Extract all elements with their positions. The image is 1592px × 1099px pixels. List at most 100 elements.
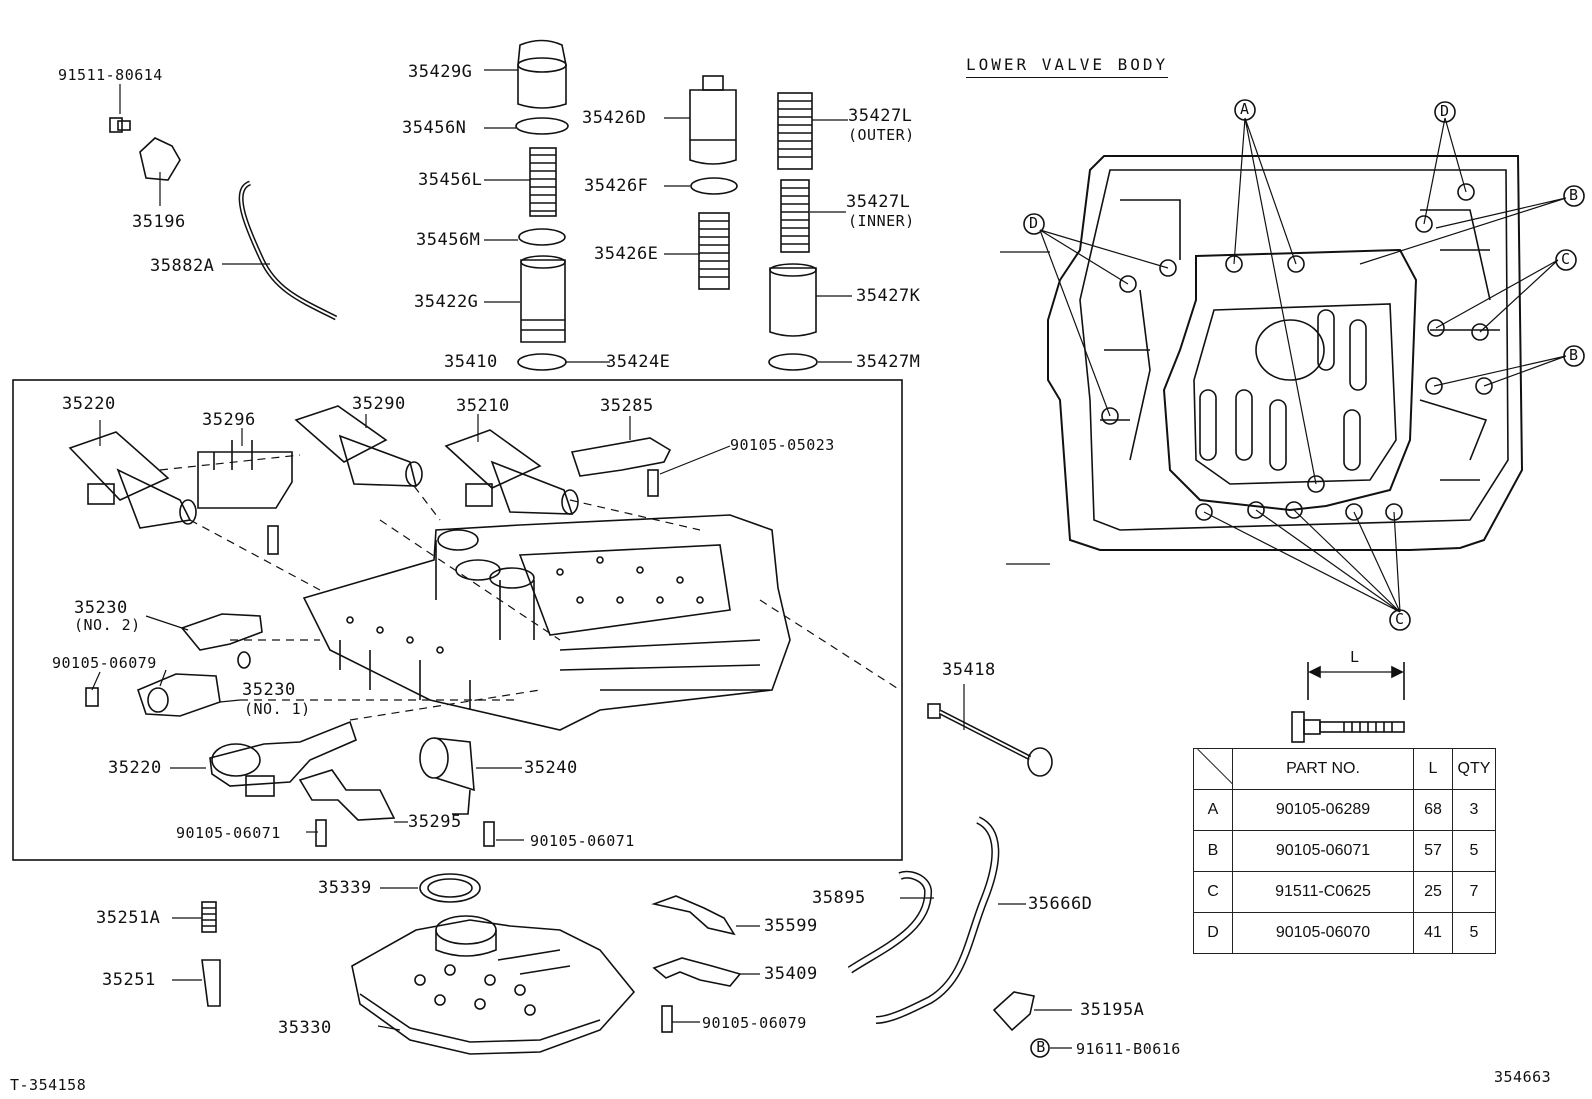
- row-l: 68: [1413, 789, 1453, 831]
- label-91511-80614: 91511-80614: [58, 66, 163, 84]
- bolt-35240: [483, 821, 495, 847]
- label-35426E: 35426E: [594, 244, 659, 264]
- table-row: A 90105-06289 68 3: [1193, 789, 1496, 831]
- label-35418: 35418: [942, 660, 996, 680]
- label-35251A: 35251A: [96, 908, 161, 928]
- hose-35666D: [875, 816, 1000, 1024]
- bolt-91511-80614: [109, 117, 131, 133]
- bolt-table-header: PART NO. L QTY: [1193, 748, 1496, 790]
- oring-35427M: [768, 353, 818, 371]
- bracket-35295: [298, 769, 396, 821]
- label-35666D: 35666D: [1028, 894, 1093, 914]
- solenoid-35290: [294, 405, 423, 487]
- callout-d-left: D: [1029, 214, 1039, 232]
- solenoid-35240: [419, 737, 475, 815]
- footer-left-code: T-354158: [10, 1076, 87, 1094]
- label-35230-no1: 35230: [242, 680, 296, 700]
- solenoid-35210: [444, 429, 579, 515]
- lower-valve-body-drawing: [1000, 99, 1585, 631]
- solenoid-35220-lower: [209, 720, 357, 797]
- plug-35426D: [689, 75, 737, 165]
- bracket-35285: [570, 437, 672, 477]
- row-key: B: [1193, 830, 1233, 872]
- spring-35427L-outer: [777, 92, 813, 170]
- plug-35251: [201, 959, 221, 1007]
- label-35295: 35295: [408, 812, 462, 832]
- label-90105-06071-b: 90105-06071: [530, 832, 635, 850]
- bolt-table: PART NO. L QTY A 90105-06289 68 3 B 9010…: [1193, 748, 1496, 954]
- label-35424E: 35424E: [606, 352, 671, 372]
- cable-35418: [927, 703, 1053, 777]
- label-35296: 35296: [202, 410, 256, 430]
- label-35426D: 35426D: [582, 108, 647, 128]
- label-35230-no2-note: (NO. 2): [74, 616, 141, 634]
- label-90105-05023: 90105-05023: [730, 436, 835, 454]
- row-qty: 5: [1452, 830, 1496, 872]
- bolt-dimension-drawing: [1291, 662, 1405, 743]
- bolt-90105-06079: [85, 687, 99, 707]
- label-35290: 35290: [352, 394, 406, 414]
- oring-35424E: [517, 353, 567, 371]
- spring-35456L: [529, 147, 557, 217]
- callout-b-top: B: [1569, 186, 1579, 204]
- footer-right-code: 354663: [1494, 1068, 1552, 1086]
- bolt-90105-06079-b: [661, 1005, 673, 1033]
- sleeve-35422G: [520, 255, 566, 343]
- label-35195A: 35195A: [1080, 1000, 1145, 1020]
- bracket-35409: [652, 957, 742, 987]
- row-l: 41: [1413, 912, 1453, 954]
- bracket-35296: [197, 440, 293, 509]
- oring-35456N: [515, 117, 569, 135]
- table-row: D 90105-06070 41 5: [1193, 912, 1496, 954]
- hose-35895: [847, 870, 933, 974]
- oring-35426F: [690, 177, 738, 195]
- plug-35429G: [517, 39, 567, 109]
- bracket-35599: [651, 895, 736, 936]
- oring-35456M: [518, 228, 566, 246]
- bolt-90105-05023: [647, 469, 659, 497]
- label-35427M: 35427M: [856, 352, 921, 372]
- bolt-35295: [315, 819, 327, 847]
- label-35456N: 35456N: [402, 118, 467, 138]
- label-35427K: 35427K: [856, 286, 921, 306]
- label-35230-no1-note: (NO. 1): [244, 700, 311, 718]
- row-part-no: 90105-06070: [1232, 912, 1414, 954]
- label-90105-06079-b: 90105-06079: [702, 1014, 807, 1032]
- label-35427L-inner-note: (INNER): [848, 212, 915, 230]
- row-part-no: 91511-C0625: [1232, 871, 1414, 913]
- row-l: 25: [1413, 871, 1453, 913]
- bracket-35196: [139, 137, 181, 181]
- strainer-35330: [351, 915, 636, 1055]
- row-part-no: 90105-06071: [1232, 830, 1414, 872]
- bolt-length-label: L: [1350, 648, 1360, 666]
- label-91611-B0616: 91611-B0616: [1076, 1040, 1181, 1058]
- solenoid-35220-upper: [68, 431, 197, 529]
- row-key: C: [1193, 871, 1233, 913]
- label-90105-06079-a: 90105-06079: [52, 654, 157, 672]
- assembly-box-35410: [12, 379, 903, 861]
- pipe-35882A: [238, 180, 338, 321]
- label-35599: 35599: [764, 916, 818, 936]
- label-35427L-inner: 35427L: [846, 192, 911, 212]
- callout-d-top: D: [1440, 102, 1450, 120]
- label-35895: 35895: [812, 888, 866, 908]
- label-35429G: 35429G: [408, 62, 473, 82]
- row-qty: 3: [1452, 789, 1496, 831]
- label-35220-lower: 35220: [108, 758, 162, 778]
- row-qty: 5: [1452, 912, 1496, 954]
- callout-c-bottom: C: [1395, 610, 1405, 628]
- label-35427L-outer-note: (OUTER): [848, 126, 915, 144]
- label-35426F: 35426F: [584, 176, 649, 196]
- label-35410: 35410: [444, 352, 498, 372]
- bolt-35296: [267, 525, 279, 555]
- label-35220-upper: 35220: [62, 394, 116, 414]
- callout-b-right: B: [1569, 346, 1579, 364]
- valve-body-35410: [302, 514, 791, 731]
- spring-35426E: [698, 212, 730, 290]
- leader-lines: [91, 69, 1072, 1049]
- row-key: A: [1193, 789, 1233, 831]
- label-35230-no2: 35230: [74, 598, 128, 618]
- table-row: C 91511-C0625 25 7: [1193, 871, 1496, 913]
- label-35210: 35210: [456, 396, 510, 416]
